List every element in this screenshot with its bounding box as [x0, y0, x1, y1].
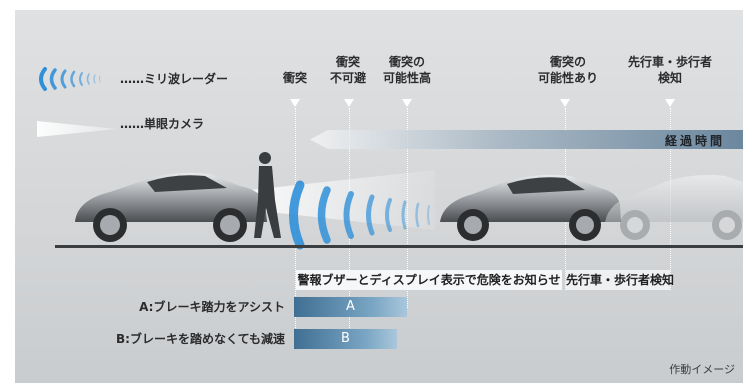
detection-label: 先行車・歩行者 検知: [610, 54, 730, 86]
detection-alert-bar: 先行車・歩行者検知: [566, 270, 674, 290]
radar-waves: [289, 180, 430, 250]
collision-high-label: 衝突の 可能性高: [375, 54, 439, 86]
collision-possible-line2: 可能性あり: [537, 71, 598, 85]
collision-possible-line1: 衝突の: [549, 55, 586, 69]
diagram-panel: ……ミリ波レーダー ……単眼カメラ 衝突 衝突 不可避 衝突の 可能性高 衝突の…: [15, 10, 743, 383]
collision-high-line2: 可能性高: [382, 71, 431, 85]
collision-unavoidable-line1: 衝突: [335, 55, 360, 69]
brake-assist-a-bar: A: [294, 297, 407, 317]
scene-illustration: [75, 152, 743, 250]
elapsed-time-label: 経過時間: [664, 134, 725, 148]
warning-alert-bar: 警報ブザーとディスプレイ表示で危険をお知らせ: [296, 270, 562, 290]
operation-image-caption: 作動イメージ: [669, 363, 735, 376]
collision-unavoidable-line2: 不可避: [329, 71, 366, 85]
unavoidable-marker-icon: [344, 99, 354, 107]
brake-assist-b-label: B:ブレーキを踏めなくても減速: [116, 332, 285, 346]
camera-beam-icon: [37, 121, 117, 137]
brake-assist-b-bar: B: [294, 329, 397, 349]
collision-possible-label: 衝突の 可能性あり: [520, 54, 616, 86]
detection-line1: 先行車・歩行者: [627, 55, 712, 69]
preceding-car: [440, 174, 621, 241]
own-car: [75, 172, 267, 242]
radar-legend-label: ……ミリ波レーダー: [120, 72, 229, 86]
ground-line: [55, 245, 743, 248]
collision-marker-icon: [290, 99, 300, 107]
detection-line2: 検知: [657, 71, 682, 85]
collision-label: 衝突: [282, 71, 307, 85]
collision-high-line1: 衝突の: [388, 55, 425, 69]
elapsed-time-arrow: [310, 130, 743, 149]
radar-icon: [39, 67, 101, 91]
pedestrian: [254, 152, 281, 238]
camera-legend-label: ……単眼カメラ: [120, 117, 205, 131]
collision-unavoidable-label: 衝突 不可避: [320, 54, 376, 86]
faded-preceding-car: [605, 174, 743, 240]
high-marker-icon: [402, 99, 412, 107]
possible-marker-icon: [560, 99, 570, 107]
brake-assist-a-label: A:ブレーキ踏力をアシスト: [139, 300, 285, 314]
detection-marker-icon: [665, 99, 675, 107]
